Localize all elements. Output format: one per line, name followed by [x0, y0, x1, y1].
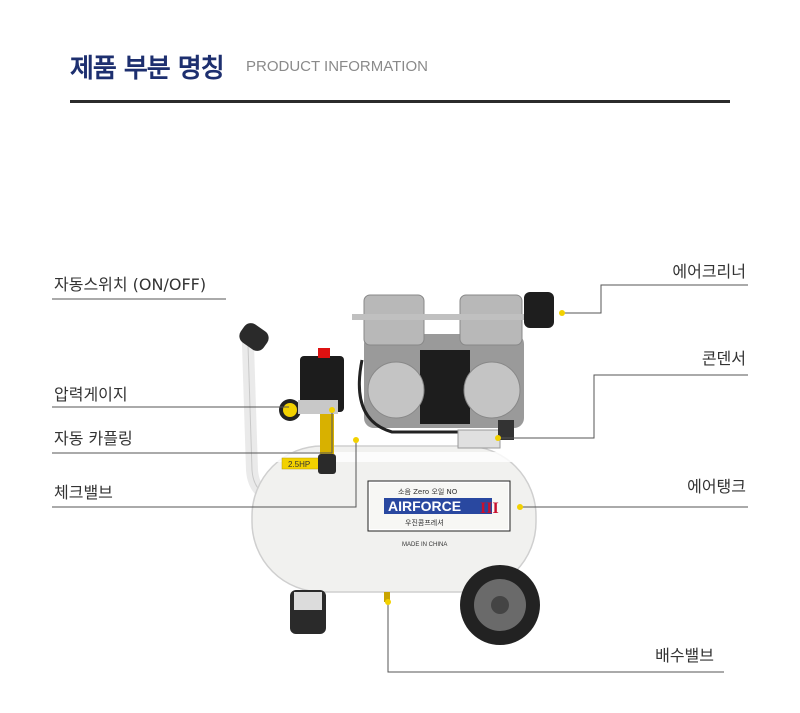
leader-condenser	[498, 374, 748, 439]
leader-auto-coupling	[52, 410, 333, 454]
power-tag-text: 2.5HP	[288, 460, 310, 469]
dot-air-cleaner	[559, 310, 565, 316]
label-pressure-gauge: 압력게이지	[54, 385, 128, 404]
page-subtitle: PRODUCT INFORMATION	[246, 58, 428, 75]
label-air-cleaner: 에어크리너	[672, 262, 746, 281]
header-divider	[70, 100, 730, 103]
dot-pressure-gauge	[289, 404, 295, 410]
dot-auto-coupling	[329, 407, 335, 413]
leader-check-valve	[52, 440, 357, 508]
dot-check-valve	[353, 437, 359, 443]
dot-condenser	[495, 435, 501, 441]
leader-drain-valve	[387, 602, 724, 673]
air-cleaner-filter	[524, 292, 554, 328]
label-drain-valve: 배수밸브	[655, 646, 714, 665]
pressure-switch	[300, 356, 344, 412]
label-auto-coupling: 자동 카플링	[54, 429, 133, 448]
drain-valve-fitting	[384, 592, 390, 602]
coupling-fitting	[320, 414, 334, 454]
page-title: 제품 부분 명칭	[70, 54, 225, 84]
brand-mark: III	[480, 500, 499, 517]
brand-top: 소음 Zero 오일 NO	[398, 487, 458, 496]
label-auto-switch: 자동스위치 (ON/OFF)	[54, 275, 207, 294]
brand-name: AIRFORCE	[388, 498, 461, 514]
label-check-valve: 체크밸브	[54, 483, 113, 502]
label-air-tank: 에어탱크	[687, 477, 746, 496]
leader-air-cleaner	[562, 284, 748, 314]
maker-name: 우진콤프레셔	[405, 518, 444, 527]
origin-text: MADE IN CHINA	[402, 542, 447, 548]
label-condenser: 콘덴서	[701, 349, 746, 368]
dot-drain-valve	[385, 599, 391, 605]
handle-grip	[239, 323, 269, 351]
dot-air-tank	[517, 504, 523, 510]
